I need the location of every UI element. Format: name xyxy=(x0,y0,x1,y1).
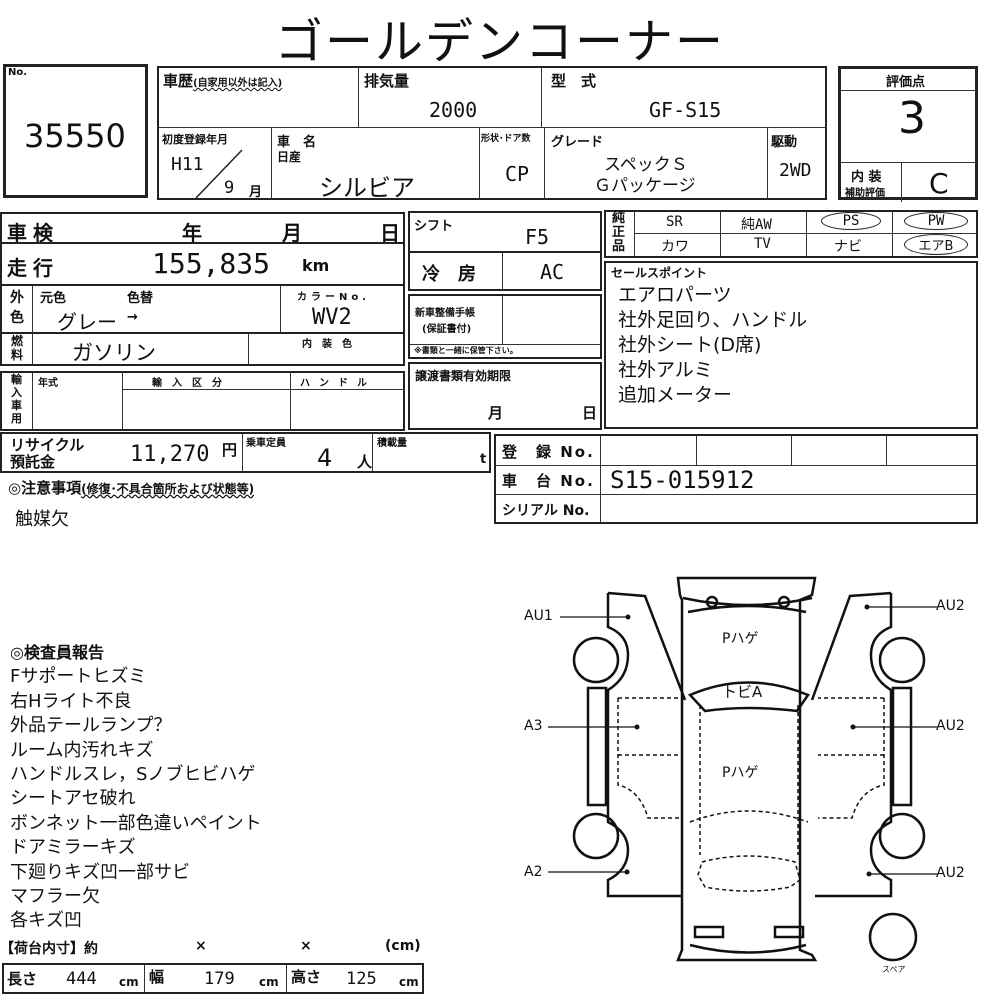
first-reg-year: H11 xyxy=(171,154,204,175)
lot-box: No. 35550 xyxy=(3,64,148,198)
interior-score: C xyxy=(929,167,949,200)
lot-number: 35550 xyxy=(24,117,126,155)
fuel-row: 燃料 ガソリン 内装色 xyxy=(0,332,405,366)
windshield-mark: トビA xyxy=(722,683,763,701)
option-airbag: エアB xyxy=(904,234,968,255)
notes-text: 触媒欠 xyxy=(15,509,69,530)
spare-tire-icon xyxy=(868,912,918,962)
score-value: 3 xyxy=(898,93,926,144)
recycle-fee: 11,270 xyxy=(130,442,210,467)
spare-label: スペア xyxy=(882,965,906,974)
notes-heading: ◎注意事項(修復･不具合箇所および状態等) xyxy=(8,479,255,497)
option-tv: TV xyxy=(754,236,771,252)
cargo-heading: 【荷台内寸】約 × × (cm) xyxy=(0,938,421,957)
option-aw: 純AW xyxy=(741,217,772,233)
option-ps: PS xyxy=(821,212,881,230)
cargo-height: 125 xyxy=(346,969,377,989)
cargo-table: 長さ 444 cm 幅 179 cm 高さ 125 cm xyxy=(2,963,424,994)
ac-box: 冷 房 AC xyxy=(408,251,602,291)
original-color: グレー xyxy=(57,310,117,334)
grade-line2: Ｇパッケージ xyxy=(594,176,696,196)
displacement-value: 2000 xyxy=(429,98,478,122)
chassis-number: S15-015912 xyxy=(610,466,755,494)
report-item: 各キズ凹 xyxy=(10,910,82,932)
cargo-width: 179 xyxy=(204,969,235,989)
option-leather: カワ xyxy=(661,239,689,255)
report-item: ドアミラーキズ xyxy=(10,837,136,859)
recycle-row: リサイクル 預託金 11,270 円 乗車定員 4 人 積載量 t xyxy=(0,432,491,473)
maker: 日産 xyxy=(277,150,302,164)
report-item: マフラー欠 xyxy=(10,886,100,908)
report-item: Fサポートヒズミ xyxy=(10,666,147,688)
body-label: 形状･ドア数 xyxy=(481,134,531,144)
fuel-value: ガソリン xyxy=(72,341,156,365)
drive-value: 2WD xyxy=(779,160,812,181)
import-row: 輸入車用 年式 輸入区分 ハンドル xyxy=(0,371,405,431)
report-item: ハンドルスレ，Sノブヒビハゲ xyxy=(10,764,256,786)
inspector-report: ◎検査員報告 Fサポートヒズミ 右Hライト不良 外品テールランプ？ ルーム内汚れ… xyxy=(10,641,262,934)
hood-mark: Pハゲ xyxy=(722,631,759,647)
car-name-label: 車 名 xyxy=(277,135,317,150)
drive-label: 駆動 xyxy=(771,135,798,150)
option-pw: PW xyxy=(904,212,968,230)
registration-table: 登 録 No. 車 台 No. シリアル No. S15-015912 xyxy=(494,434,978,524)
grade-line1: スペックＳ xyxy=(604,155,688,175)
mileage-value: 155,835 xyxy=(152,247,271,280)
roof-mark: Pハゲ xyxy=(722,765,759,781)
transfer-box: 譲渡書類有効期限 月 日 xyxy=(408,362,602,430)
score-label: 評価点 xyxy=(886,75,926,90)
report-item: 右Hライト不良 xyxy=(10,690,132,712)
score-box: 評価点 3 内 装 補助評価 C xyxy=(838,66,978,202)
first-reg-month: 9 xyxy=(224,178,235,198)
report-item: シートアセ破れ xyxy=(10,788,136,810)
vehicle-header: 車歴(自家用以外は記入) 排気量 2000 型 式 GF-S15 初度登録年月 … xyxy=(157,66,827,202)
capacity-value: 4 xyxy=(317,444,333,472)
damage-mark: A3 xyxy=(524,718,543,734)
report-item: ルーム内汚れキズ xyxy=(10,739,154,761)
cargo-length: 444 xyxy=(66,969,97,989)
ac-value: AC xyxy=(540,260,565,284)
body-value: CP xyxy=(505,162,530,186)
first-reg-label: 初度登録年月 xyxy=(162,133,228,146)
manual-box: 新車整備手帳 (保証書付) ※書類と一緒に保管下さい。 xyxy=(408,294,602,359)
sales-point: エアロパーツ xyxy=(618,284,732,306)
report-item: ボンネット一部色違いペイント xyxy=(10,812,262,834)
grade-label: グレード xyxy=(551,135,604,150)
damage-mark: AU2 xyxy=(936,718,965,734)
option-navi: ナビ xyxy=(834,239,862,255)
shift-value: F5 xyxy=(525,225,550,249)
model-label: 型 式 xyxy=(551,72,597,90)
damage-mark: A2 xyxy=(524,864,543,880)
color-code: WV2 xyxy=(312,305,352,330)
displacement-label: 排気量 xyxy=(364,72,410,90)
damage-mark: AU1 xyxy=(524,608,553,624)
right-side xyxy=(810,591,926,898)
model-value: GF-S15 xyxy=(649,98,722,122)
sales-point: 社外アルミ xyxy=(618,359,713,381)
options-box: 純正品 SR 純AW PS PW カワ TV ナビ エアB xyxy=(604,210,978,258)
report-item: 外品テールランプ？ xyxy=(10,715,172,737)
left-side xyxy=(572,591,687,898)
sales-point: 社外足回り、ハンドル xyxy=(618,309,808,331)
option-sr: SR xyxy=(666,214,683,230)
damage-mark: AU2 xyxy=(936,598,965,614)
sales-points-box: セールスポイント エアロパーツ 社外足回り、ハンドル 社外シート(D席) 社外ア… xyxy=(604,261,978,429)
car-name: シルビア xyxy=(319,174,415,202)
sheet-title: ゴールデンコーナー xyxy=(274,14,725,70)
damage-mark: AU2 xyxy=(936,865,965,881)
sales-point: 追加メーター xyxy=(618,384,733,406)
report-item: 下廻りキズ凹一部サビ xyxy=(10,861,190,883)
lot-label: No. xyxy=(8,67,28,78)
history-label: 車歴(自家用以外は記入) xyxy=(163,72,283,90)
car-body xyxy=(676,576,818,962)
sales-point: 社外シート(D席) xyxy=(618,334,762,356)
